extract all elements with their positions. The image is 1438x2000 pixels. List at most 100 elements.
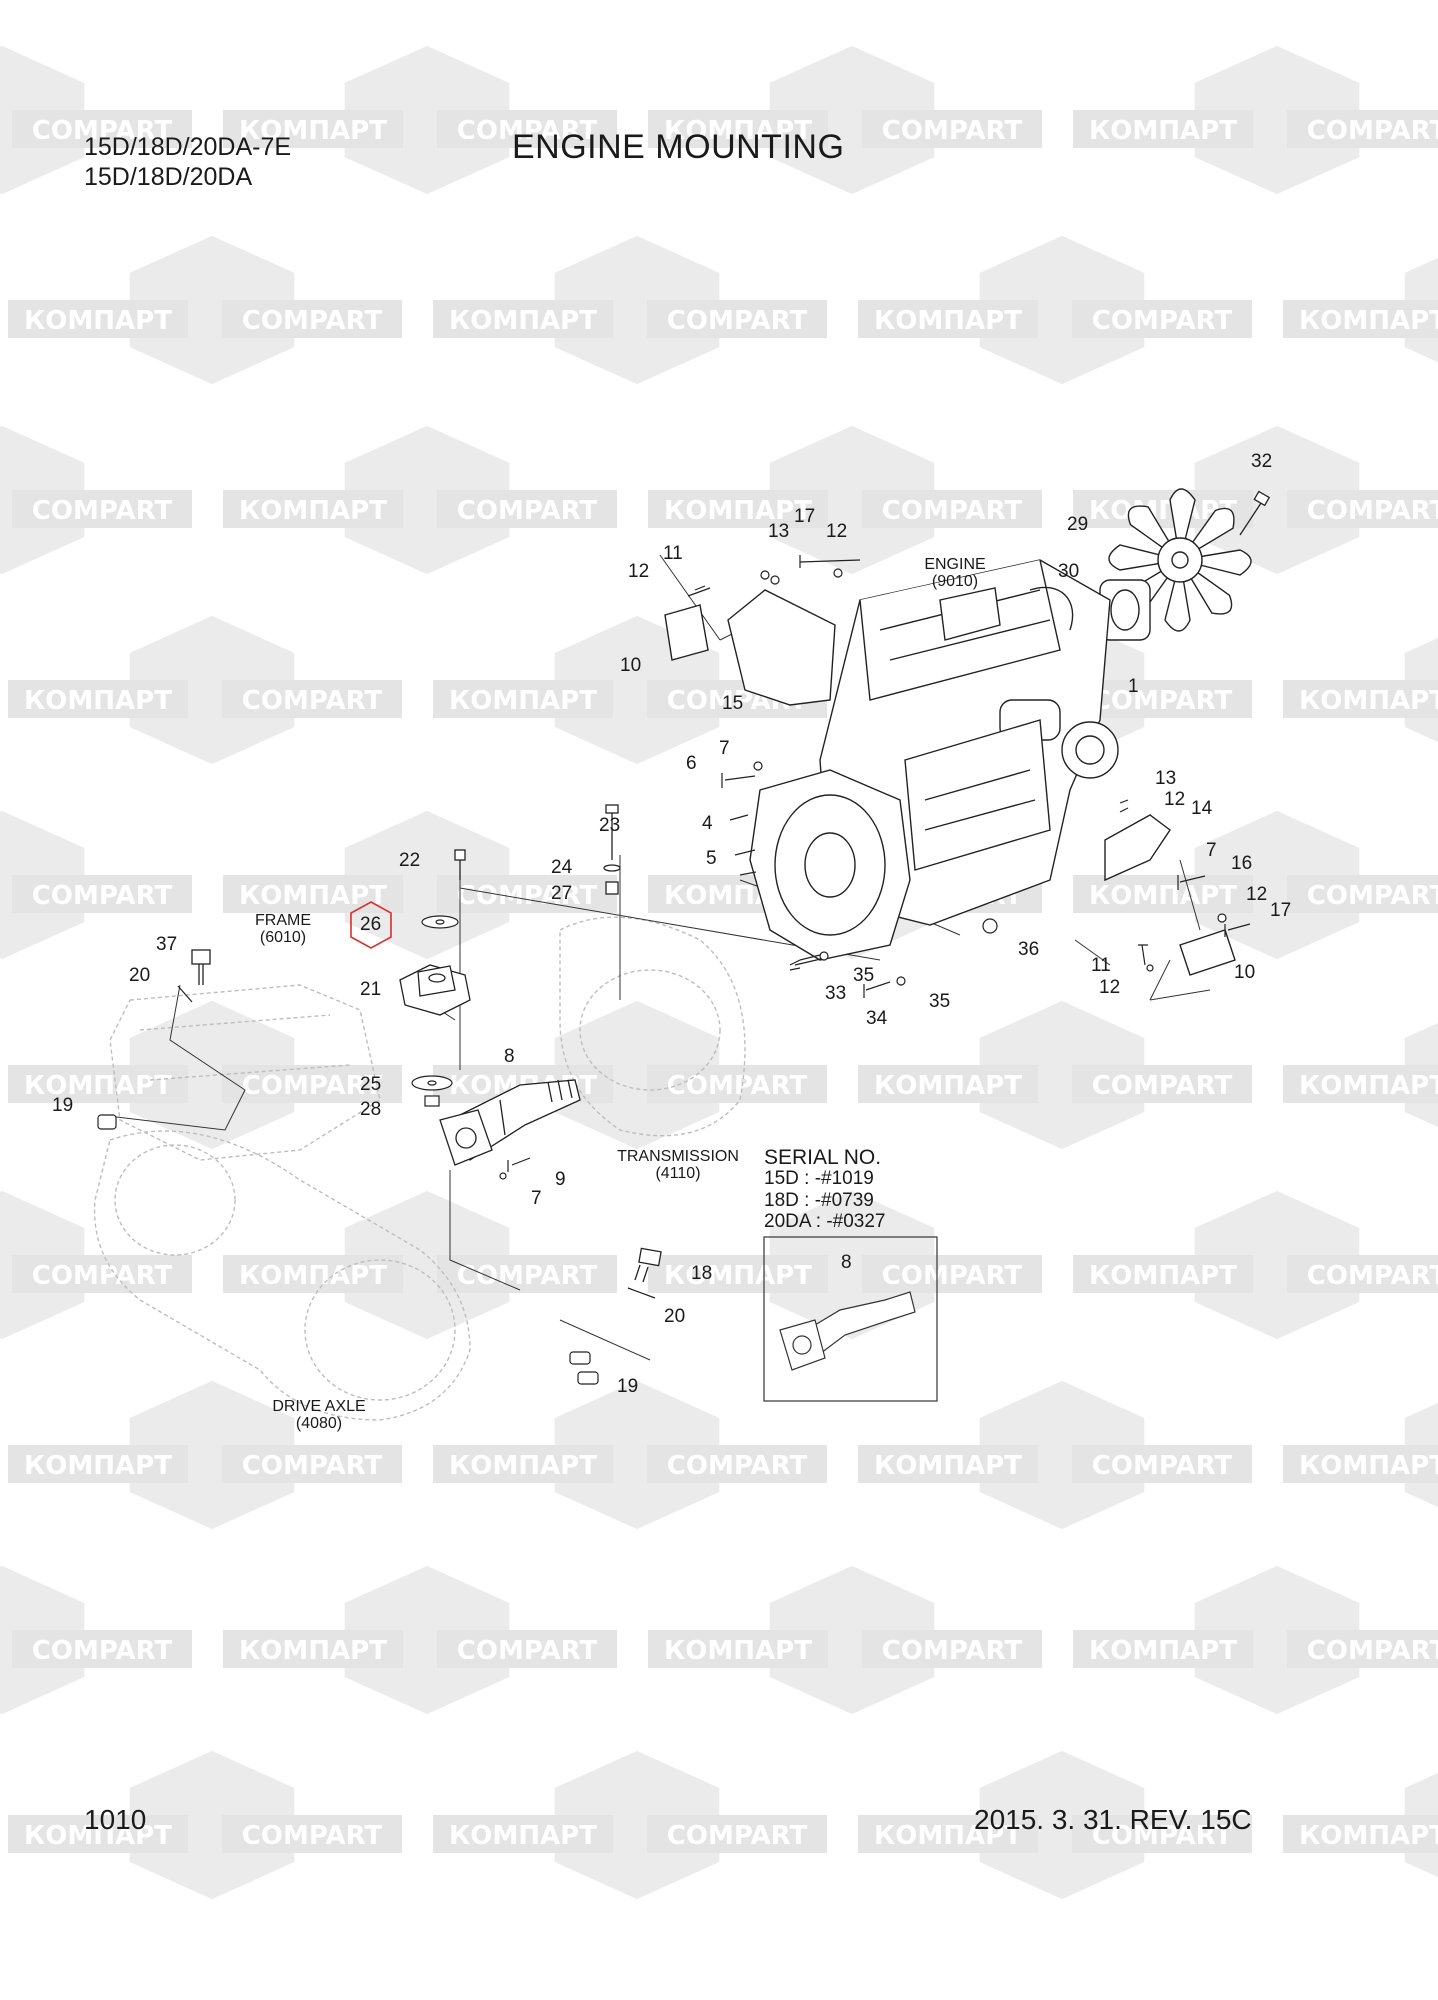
pin-20-lower: [627, 1287, 656, 1299]
callout-label: 13: [768, 521, 790, 542]
watermark-banner: [433, 300, 613, 338]
compart-hexagon-logo-icon: [769, 1565, 935, 1715]
callout-label: 30: [1058, 561, 1080, 582]
fan-blade: [1169, 488, 1196, 561]
watermark-text: КОМПАРТ: [874, 1451, 1022, 1481]
callout-label: 13: [1155, 768, 1177, 789]
callout-label: 12: [1164, 789, 1186, 810]
watermark-text: КОМПАРТ: [239, 1261, 387, 1291]
watermark-banner: [12, 1630, 192, 1668]
callout-label: 19: [52, 1095, 74, 1116]
serial-inset-box: [763, 1236, 938, 1402]
fasteners: [687, 555, 1251, 998]
drive-axle-section-code: (4080): [295, 1415, 343, 1432]
compart-hexagon-logo-icon: [979, 1000, 1145, 1150]
callout-label: 19: [617, 1376, 639, 1397]
revision-date: 2015. 3. 31. REV. 15C: [974, 1804, 1252, 1835]
callout-label: 7: [1206, 840, 1217, 861]
watermark-tile: КОМПАРТ COMPART: [433, 1380, 827, 1530]
washer-25-nut-28: [411, 1075, 453, 1107]
frame-section-code: (6010): [259, 929, 307, 946]
compart-hexagon-logo-icon: [554, 1000, 720, 1150]
watermark-text: КОМПАРТ: [1089, 881, 1237, 911]
compart-hexagon-logo-icon: [129, 1750, 295, 1900]
watermark-text: КОМПАРТ: [449, 686, 597, 716]
watermark-banner: [1073, 1255, 1253, 1293]
watermark-text: COMPART: [32, 1261, 173, 1291]
watermark-banner: [223, 1255, 403, 1293]
watermark-text: КОМПАРТ: [449, 306, 597, 336]
fan-blade: [1164, 559, 1191, 632]
compart-hexagon-logo-icon: [979, 1380, 1145, 1530]
page-title: ENGINE MOUNTING: [512, 128, 845, 166]
callout-label: 9: [555, 1169, 566, 1190]
watermark-text: COMPART: [882, 496, 1023, 526]
watermark-text: КОМПАРТ: [449, 1451, 597, 1481]
compart-hexagon-logo-icon: [129, 235, 295, 385]
compart-hexagon-logo-icon: [1194, 1190, 1360, 1340]
watermark-text: КОМПАРТ: [664, 116, 812, 146]
watermark-text: COMPART: [242, 1451, 383, 1481]
callout-label: 18: [691, 1263, 713, 1284]
watermark-banner: [1287, 1630, 1438, 1668]
watermark-text: КОМПАРТ: [664, 1636, 812, 1666]
watermark-banner: [862, 490, 1042, 528]
callout-label: 12: [1099, 977, 1121, 998]
compart-hexagon-logo-icon: [1194, 425, 1360, 575]
callout-label: 17: [794, 506, 816, 527]
compart-hexagon-logo-icon: [344, 810, 510, 960]
watermark-banner: [223, 490, 403, 528]
watermark-banner: [8, 300, 188, 338]
pin-20-top: [177, 985, 193, 1003]
watermark-banner: [862, 110, 1042, 148]
watermark-banner: [1283, 300, 1438, 338]
watermark-text: COMPART: [1307, 1261, 1438, 1291]
watermark-text: COMPART: [667, 1821, 808, 1851]
watermark-text: COMPART: [667, 1451, 808, 1481]
bushing-19-left: [97, 1114, 117, 1130]
watermark-text: COMPART: [32, 1636, 173, 1666]
compart-hexagon-logo-icon: [554, 1380, 720, 1530]
watermark-text: КОМПАРТ: [239, 1636, 387, 1666]
watermark-text: КОМПАРТ: [24, 1451, 172, 1481]
engine-section-label: ENGINE (9010): [910, 556, 1000, 590]
watermark-text: КОМПАРТ: [24, 1821, 172, 1851]
watermark-text: КОМПАРТ: [1299, 1451, 1438, 1481]
watermark-banner: [648, 1255, 828, 1293]
callout-label: 16: [1231, 853, 1253, 874]
engine-section-code: (9010): [931, 573, 979, 590]
watermark-banner: [8, 680, 188, 718]
drive-axle-ghost-outline: [93, 1130, 471, 1421]
callout-label: 20: [664, 1306, 686, 1327]
callout-label: 33: [825, 983, 847, 1004]
rubber-mount-21: [399, 964, 471, 1016]
serial-line-20da: 20DA : -#0327: [764, 1211, 886, 1232]
watermark-text: КОМПАРТ: [664, 1261, 812, 1291]
frame-section-name: FRAME: [255, 912, 311, 929]
watermark-text: COMPART: [457, 881, 598, 911]
model-line-2: 15D/18D/20DA: [84, 163, 253, 191]
watermark-text: КОМПАРТ: [1299, 1071, 1438, 1101]
serial-inset-callout-8: 8: [841, 1252, 852, 1273]
watermark-banner: [1287, 110, 1438, 148]
watermark-banner: [222, 300, 402, 338]
watermark-banner: [1283, 1445, 1438, 1483]
transmission-section-name: TRANSMISSION: [617, 1148, 739, 1165]
watermark-text: КОМПАРТ: [1299, 1821, 1438, 1851]
frame-section-label: FRAME (6010): [238, 912, 328, 946]
watermark-banner: [12, 1255, 192, 1293]
stud-22: [454, 849, 466, 880]
